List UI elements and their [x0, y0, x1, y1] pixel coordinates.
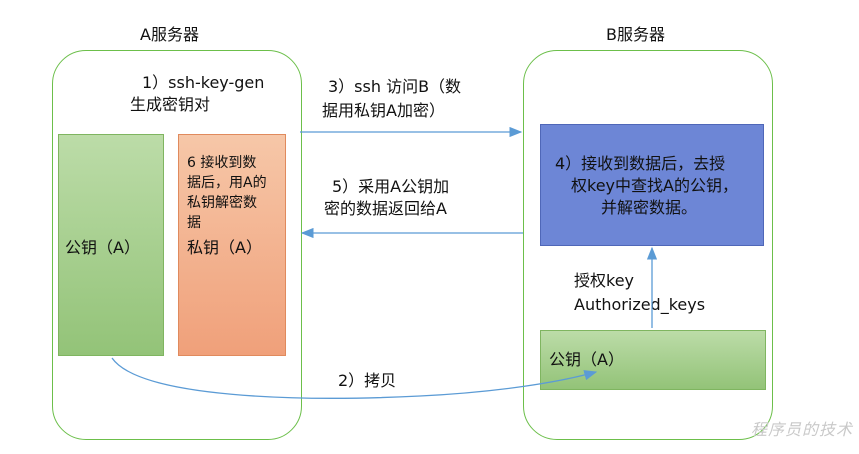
step3-line1: 3）ssh 访问B（数 [328, 77, 462, 96]
server-b-process-box: 4）接收到数据后，去授 权key中查找A的公钥， 并解密数据。 [540, 124, 764, 246]
step3-line2: 据用私钥A加密） [322, 101, 445, 120]
server-b-container [523, 50, 773, 440]
watermark: 程序员的技术 [750, 420, 853, 439]
server-a-private-key-box: 6 接收到数 据后，用A的 私钥解密数 据 私钥（A） [178, 134, 286, 356]
step1-line2: 生成密钥对 [130, 95, 211, 114]
step5-line1: 5）采用A公钥加 [332, 177, 450, 196]
step4-line2: 权key中查找A的公钥， [571, 176, 738, 195]
server-b-public-key-label: 公钥（A） [549, 350, 624, 369]
authorized-key-label: 授权key [574, 271, 635, 290]
server-a-title: A服务器 [140, 25, 199, 44]
server-a-public-key-label: 公钥（A） [65, 238, 140, 257]
step1-line1: 1）ssh-key-gen [142, 73, 265, 92]
step2-label: 2）拷贝 [338, 371, 397, 390]
step5-line2: 密的数据返回给A [324, 199, 447, 218]
authorized-keys-filename: Authorized_keys [574, 295, 706, 314]
step6-line4: 据 [187, 215, 201, 231]
server-a-container [52, 50, 302, 440]
step6-line1: 6 接收到数 [187, 155, 257, 171]
server-b-public-key-box: 公钥（A） [540, 330, 766, 390]
step4-line1: 4）接收到数据后，去授 [555, 154, 726, 173]
server-b-title: B服务器 [606, 25, 665, 44]
step4-line3: 并解密数据。 [601, 198, 698, 217]
step6-line3: 私钥解密数 [187, 195, 257, 211]
step6-line2: 据后，用A的 [187, 175, 267, 191]
server-a-private-key-label: 私钥（A） [187, 238, 262, 257]
server-a-public-key-box: 公钥（A） [58, 134, 164, 356]
